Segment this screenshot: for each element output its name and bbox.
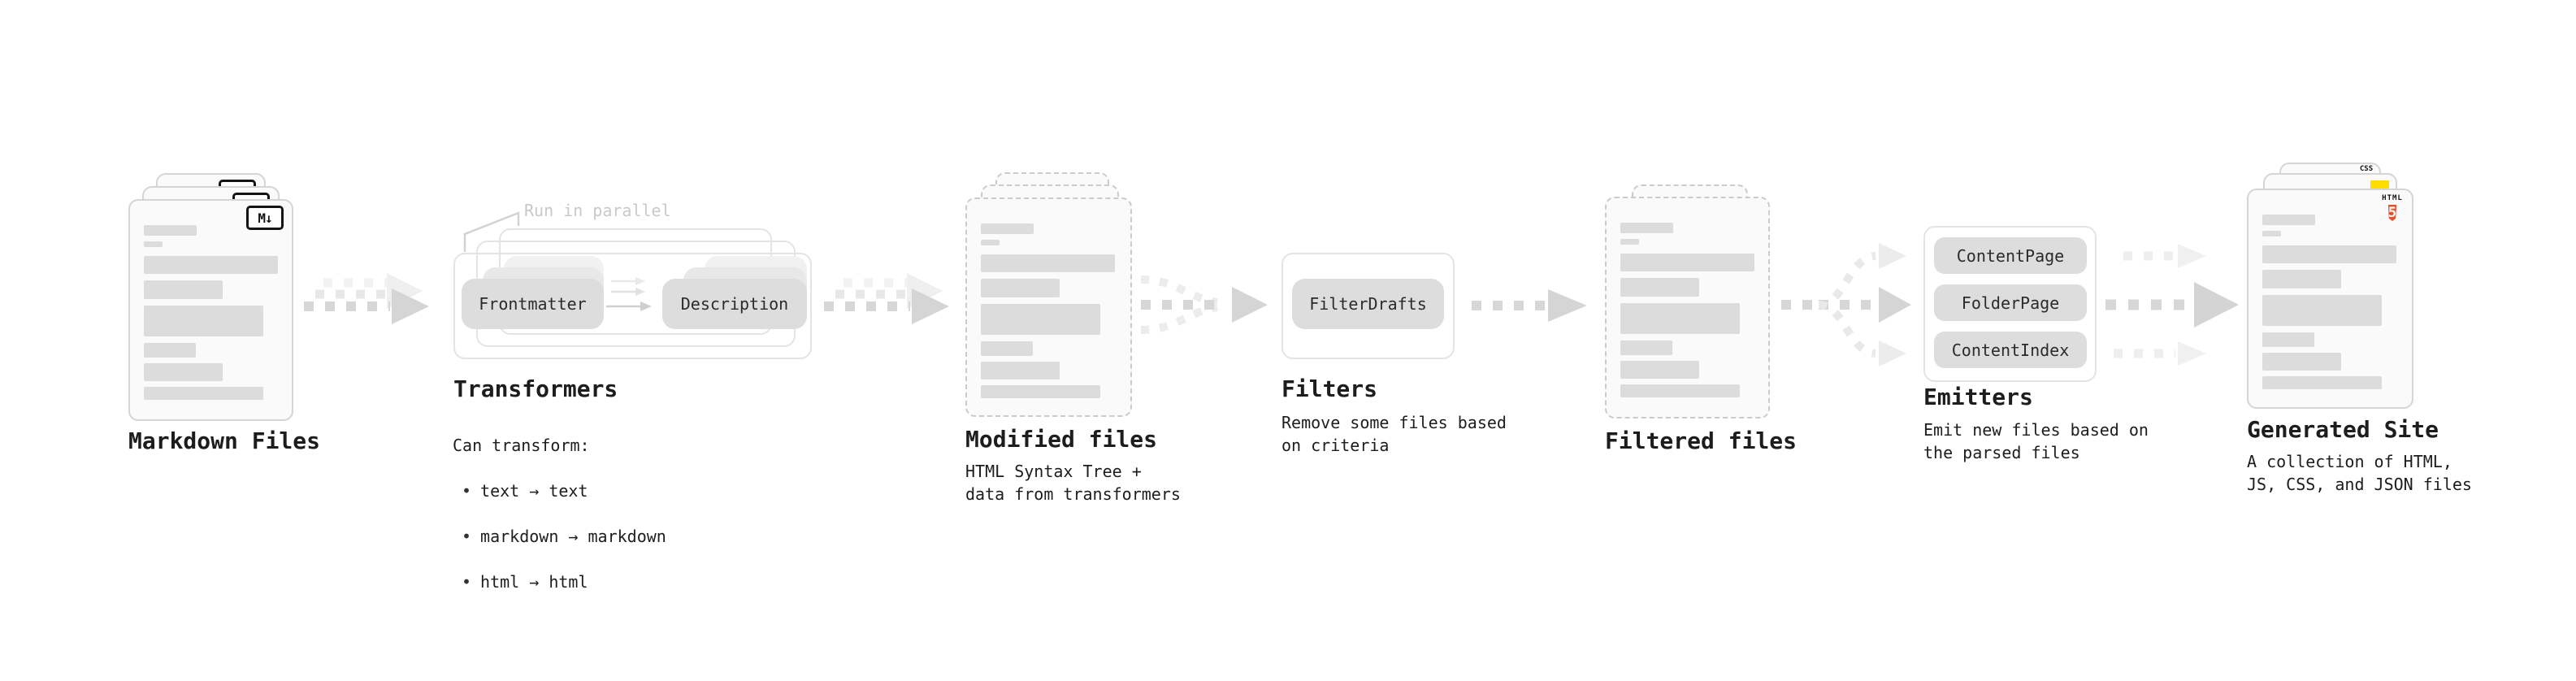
transformers-label: Transformers — [453, 375, 618, 402]
transformer-container-front — [453, 253, 812, 359]
html5-icon: HTML 5 — [2379, 194, 2405, 223]
text-line-bar — [144, 363, 223, 381]
can-transform-title: Can transform: — [453, 436, 590, 455]
text-line-bar — [1620, 340, 1672, 355]
flow-arrow-transformers-to-modified — [824, 273, 949, 324]
text-line-bar — [1620, 223, 1673, 233]
text-line-bar — [981, 304, 1100, 335]
text-line-bar — [144, 387, 263, 400]
bullet-text: text → text — [480, 481, 588, 501]
filtered-files-label: Filtered files — [1605, 427, 1798, 454]
text-line-bar — [144, 343, 196, 358]
text-line-bar — [2262, 376, 2382, 389]
run-in-parallel-note: Run in parallel — [524, 201, 671, 220]
text-line-bar — [144, 241, 163, 247]
flow-arrow-emitters-to-generated — [2105, 244, 2239, 366]
css-file-icon: CSS — [2357, 166, 2375, 173]
text-line-bar — [981, 223, 1034, 234]
flow-arrow-filters-to-filtered — [1472, 289, 1587, 322]
js-file-icon — [2370, 180, 2389, 189]
filters-container — [1281, 253, 1455, 359]
emitters-description: Emit new files based on the parsed files — [1923, 420, 2149, 462]
transformers-description: Can transform: • text → text • markdown → … — [453, 411, 666, 616]
pill-folderpage: FolderPage — [1934, 284, 2087, 321]
modified-doc-front — [965, 197, 1132, 417]
bullet-text: markdown → markdown — [480, 527, 666, 546]
markdown-doc-front: M↓ — [128, 199, 293, 421]
pill-contentindex: ContentIndex — [1934, 332, 2087, 368]
text-line-bar — [2262, 353, 2341, 371]
markdown-icon: M↓ — [246, 206, 284, 230]
filtered-doc-front — [1605, 197, 1770, 419]
text-line-bar — [2262, 215, 2315, 225]
text-line-bar — [1620, 361, 1699, 379]
bullet-text: html → html — [480, 572, 588, 592]
bullet-item: • text → text — [453, 479, 666, 502]
flow-arrow-filtered-to-emitters — [1781, 243, 1911, 367]
emitters-label: Emitters — [1923, 384, 2033, 410]
text-line-bar — [1620, 254, 1754, 271]
emitters-container — [1923, 226, 2097, 382]
text-line-bar — [981, 254, 1115, 272]
doc-content-placeholder — [1620, 223, 1754, 397]
markdown-files-label: Markdown Files — [128, 427, 321, 454]
text-line-bar — [981, 240, 1000, 245]
text-line-bar — [981, 385, 1100, 398]
mini-flow-arrows — [606, 277, 652, 311]
bullet-glyph: • — [462, 572, 472, 592]
flow-arrow-markdown-to-transformers — [304, 273, 429, 324]
text-line-bar — [1620, 278, 1699, 297]
modified-files-label: Modified files — [965, 426, 1158, 453]
pill-frontmatter: Frontmatter — [462, 279, 604, 329]
doc-content-placeholder — [144, 225, 278, 400]
pill-filterdrafts: FilterDrafts — [1292, 279, 1444, 329]
css-icon-label: CSS — [2359, 165, 2374, 173]
text-line-bar — [144, 256, 278, 274]
text-line-bar — [981, 362, 1060, 380]
html5-icon-shield: 5 — [2387, 205, 2397, 221]
text-line-bar — [2262, 270, 2341, 288]
bullet-item: • html → html — [453, 570, 666, 593]
bullet-glyph: • — [462, 527, 472, 546]
text-line-bar — [2262, 295, 2382, 326]
text-line-bar — [1620, 303, 1740, 334]
text-line-bar — [2262, 332, 2314, 347]
html5-icon-word: HTML — [2382, 194, 2403, 202]
bullet-item: • markdown → markdown — [453, 525, 666, 548]
pill-description: Description — [662, 279, 807, 329]
doc-content-placeholder — [2262, 215, 2396, 389]
text-line-bar — [981, 341, 1033, 356]
text-line-bar — [1620, 239, 1639, 245]
text-line-bar — [144, 280, 223, 299]
text-line-bar — [981, 279, 1060, 297]
doc-content-placeholder — [981, 223, 1115, 398]
generated-doc-html: HTML 5 — [2247, 189, 2413, 409]
pill-contentpage: ContentPage — [1934, 237, 2087, 274]
flow-arrow-modified-to-filters — [1140, 275, 1268, 334]
generated-site-description: A collection of HTML, JS, CSS, and JSON … — [2247, 452, 2472, 494]
generated-site-label: Generated Site — [2247, 416, 2439, 443]
filters-description: Remove some files based on criteria — [1281, 413, 1507, 455]
bullet-glyph: • — [462, 481, 472, 501]
text-line-bar — [2262, 231, 2281, 236]
leader-line — [463, 211, 520, 252]
text-line-bar — [144, 225, 197, 236]
modified-files-description: HTML Syntax Tree + data from transformer… — [965, 462, 1181, 504]
text-line-bar — [1620, 384, 1740, 397]
text-line-bar — [144, 306, 263, 336]
filters-label: Filters — [1281, 375, 1378, 402]
text-line-bar — [2262, 245, 2396, 263]
